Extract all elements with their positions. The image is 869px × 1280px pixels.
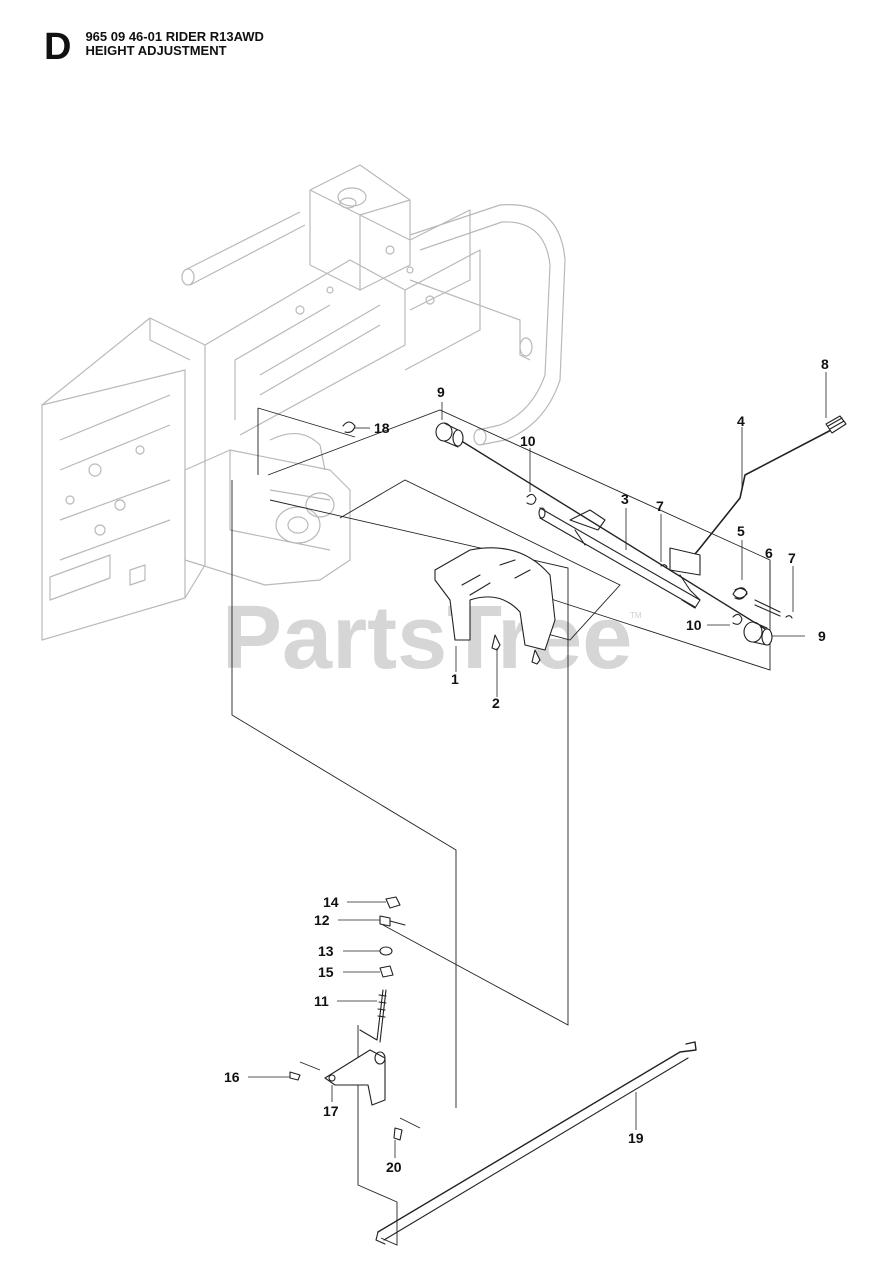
callout-12: 12 (314, 912, 330, 928)
callout-13: 13 (318, 943, 334, 959)
parts-drawing (289, 415, 847, 1245)
callout-3: 3 (621, 491, 629, 507)
segment-plate-icon (434, 547, 556, 651)
watermark-trademark: TM (630, 611, 642, 620)
callout-9a: 9 (437, 384, 445, 400)
callout-6: 6 (765, 545, 773, 561)
callout-19: 19 (628, 1130, 644, 1146)
model-title: 965 09 46-01 RIDER R13AWD (85, 29, 264, 44)
callout-16: 16 (224, 1069, 240, 1085)
knob-icon (825, 415, 847, 434)
callout-11: 11 (314, 993, 329, 1009)
page-header: D 965 09 46-01 RIDER R13AWD HEIGHT ADJUS… (44, 28, 264, 66)
callout-18: 18 (374, 420, 390, 436)
callout-5: 5 (737, 523, 745, 539)
callout-20: 20 (386, 1159, 402, 1175)
callout-7b: 7 (788, 550, 796, 566)
callout-8: 8 (821, 356, 829, 372)
section-title: HEIGHT ADJUSTMENT (85, 43, 227, 58)
frame-drawing (41, 164, 566, 641)
callout-15: 15 (318, 964, 334, 980)
watermark-text: PartsTree (222, 588, 632, 688)
callout-17: 17 (323, 1103, 339, 1119)
callout-10a: 10 (520, 433, 536, 449)
callout-10b: 10 (686, 617, 702, 633)
callout-14: 14 (323, 894, 339, 910)
bushing-icon (435, 422, 464, 448)
callout-1: 1 (451, 671, 459, 687)
callout-4: 4 (737, 413, 745, 429)
callout-9b: 9 (818, 628, 826, 644)
callout-2: 2 (492, 695, 500, 711)
section-letter: D (44, 26, 72, 68)
callout-7a: 7 (656, 498, 664, 514)
title-block: 965 09 46-01 RIDER R13AWD HEIGHT ADJUSTM… (85, 28, 263, 58)
callout-labels: 1 2 3 4 5 6 7 7 8 9 9 10 10 11 12 13 14 … (224, 356, 829, 1175)
explosion-lines (231, 407, 771, 1246)
bushing-icon (743, 621, 773, 646)
callout-leaders (248, 372, 827, 1158)
